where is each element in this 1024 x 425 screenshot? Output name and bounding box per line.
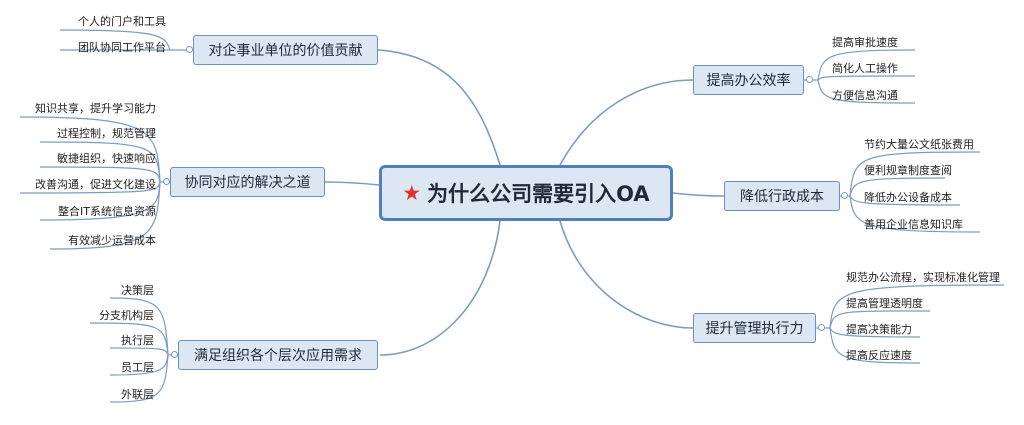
topic-label: 降低行政成本 [740,189,824,205]
subtopic[interactable]: 知识共享，提升学习能力 [35,102,156,115]
subtopic[interactable]: 员工层 [121,361,154,374]
topic-label: 提升管理执行力 [705,321,804,337]
subtopic[interactable]: 节约大量公文纸张费用 [864,138,974,151]
subtopic[interactable]: 个人的门户和工具 [78,15,166,28]
subtopic[interactable]: 整合IT系统信息资源 [58,205,156,218]
subtopic[interactable]: 提高管理透明度 [846,297,923,310]
subtopic[interactable]: 过程控制，规范管理 [57,127,156,140]
topic-label: 满足组织各个层次应用需求 [194,348,362,364]
star-icon: ★ [402,181,422,205]
subtopic[interactable]: 提高决策能力 [846,323,912,336]
topic-organization-levels[interactable]: 满足组织各个层次应用需求 [178,340,378,370]
subtopic[interactable]: 团队协同工作平台 [78,41,166,54]
topic-label: 提高办公效率 [706,73,791,89]
collapse-toggle-solutions[interactable] [163,178,170,185]
subtopic[interactable]: 降低办公设备成本 [864,191,952,204]
topic-label: 协同对应的解决之道 [184,175,311,191]
subtopic[interactable]: 善用企业信息知识库 [864,218,963,231]
collapse-toggle-efficiency[interactable] [806,76,813,83]
topic-label: 对企事业单位的价值贡献 [208,43,363,59]
subtopic[interactable]: 提高反应速度 [846,349,912,362]
central-topic[interactable]: ★ 为什么公司需要引入OA [379,165,673,221]
subtopic[interactable]: 决策层 [121,284,154,297]
subtopic[interactable]: 分支机构层 [99,309,154,322]
collapse-toggle-levels[interactable] [171,351,178,358]
collapse-toggle-cost[interactable] [841,192,848,199]
subtopic[interactable]: 有效减少运营成本 [68,234,156,247]
subtopic[interactable]: 简化人工操作 [832,62,898,75]
topic-management-execution[interactable]: 提升管理执行力 [693,313,816,343]
collapse-toggle-value[interactable] [186,46,193,53]
topic-admin-cost[interactable]: 降低行政成本 [724,181,840,211]
subtopic[interactable]: 外联层 [121,388,154,401]
topic-collaboration-solutions[interactable]: 协同对应的解决之道 [170,167,325,197]
subtopic[interactable]: 敏捷组织，快速响应 [57,152,156,165]
subtopic[interactable]: 执行层 [121,334,154,347]
collapse-toggle-execution[interactable] [818,324,825,331]
topic-value-contribution[interactable]: 对企事业单位的价值贡献 [193,35,378,65]
subtopic[interactable]: 规范办公流程，实现标准化管理 [846,271,1000,284]
subtopic[interactable]: 提高审批速度 [832,36,898,49]
topic-office-efficiency[interactable]: 提高办公效率 [693,65,804,95]
central-topic-title: 为什么公司需要引入OA [427,182,650,206]
subtopic[interactable]: 方便信息沟通 [832,89,898,102]
subtopic[interactable]: 便利规章制度查阅 [864,164,952,177]
subtopic[interactable]: 改善沟通，促进文化建设 [35,178,156,191]
